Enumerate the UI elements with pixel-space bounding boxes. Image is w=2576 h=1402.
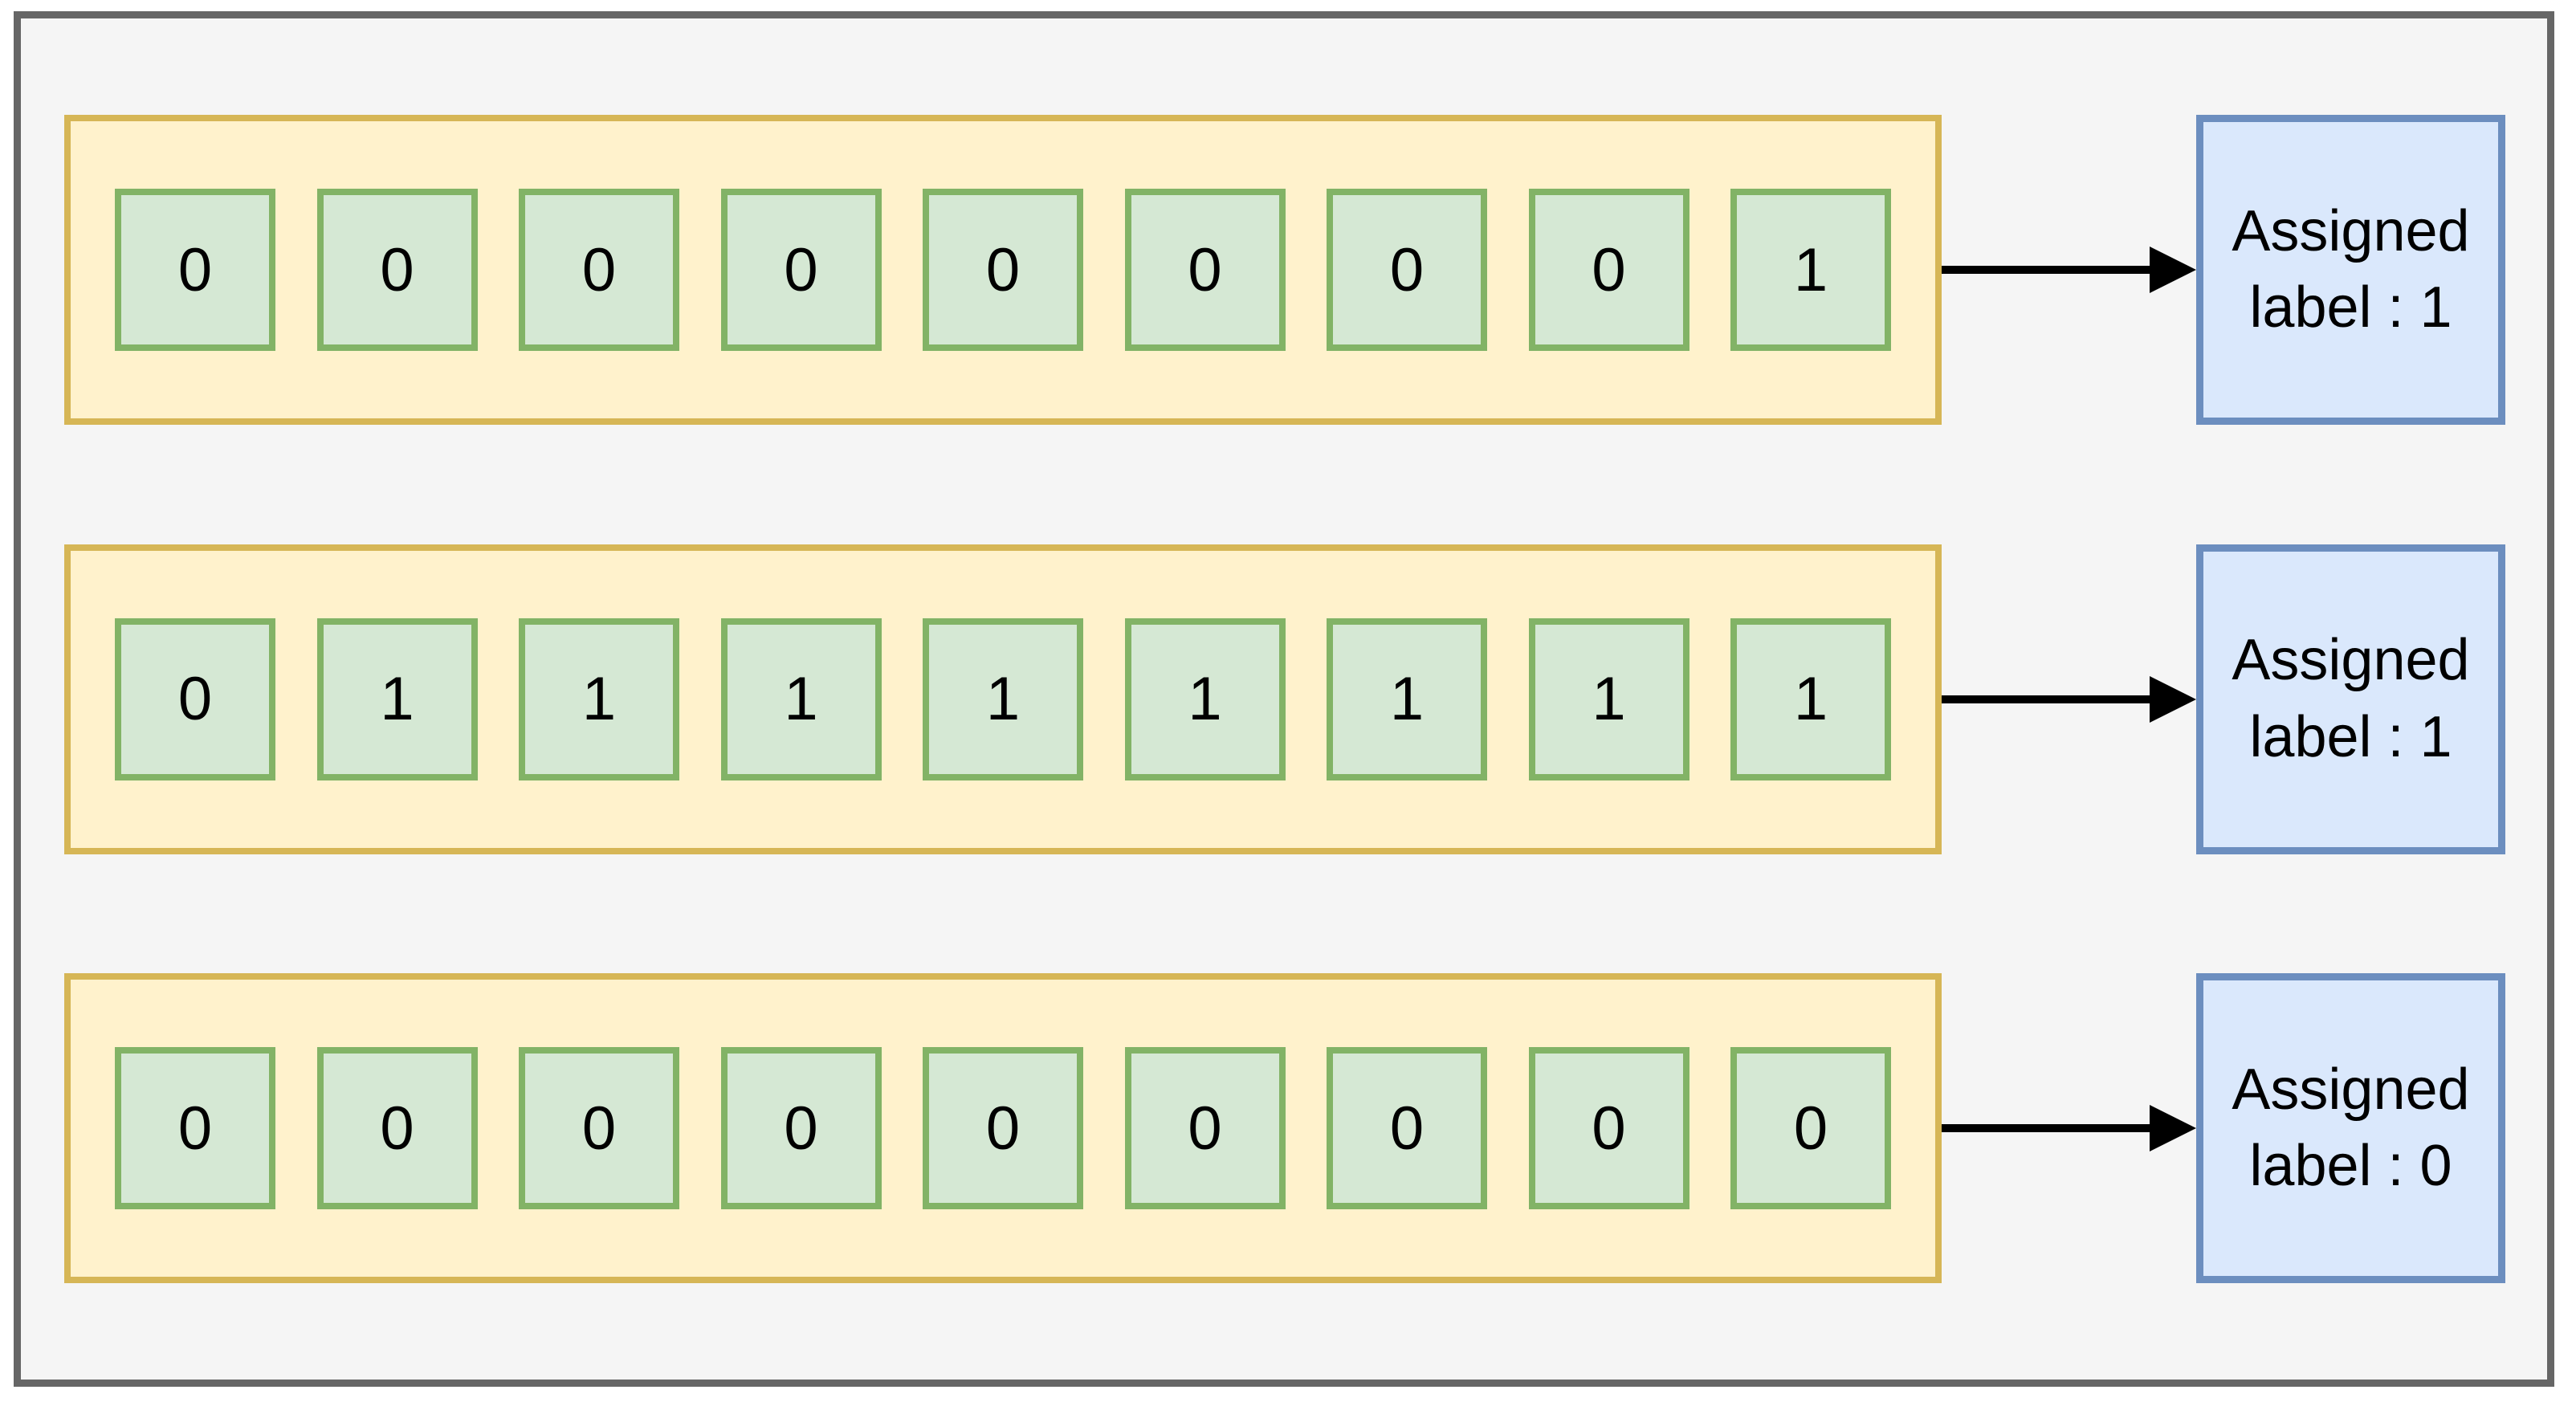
bit-cell: 1 [1730,189,1891,351]
bit-cell: 0 [115,189,275,351]
arrow-right-icon [1942,247,2196,293]
bit-cell: 0 [115,617,275,780]
assigned-label-box: Assigned label : 0 [2196,973,2505,1283]
bit-cell: 0 [1528,1047,1689,1209]
bit-cell: 1 [923,617,1083,780]
arrow-head [2150,247,2196,293]
bit-cell: 0 [316,189,478,351]
arrow-head [2150,1105,2196,1151]
bit-cell: 0 [1730,1047,1891,1209]
bit-cell: 1 [1528,617,1689,780]
bit-cell: 1 [1124,617,1286,780]
arrow-head [2150,675,2196,723]
assigned-label-box: Assigned label : 1 [2196,115,2505,425]
bit-cell: 0 [1528,189,1689,351]
bit-cell: 0 [115,1047,275,1209]
bit-cell: 0 [923,1047,1083,1209]
bit-cell: 1 [519,617,679,780]
arrow-shaft [1942,266,2150,274]
bit-cell: 1 [720,617,882,780]
bit-cell: 0 [519,189,679,351]
bit-cell: 0 [1124,1047,1286,1209]
bit-cell: 0 [1327,189,1487,351]
bit-cell: 0 [720,189,882,351]
assigned-label-box: Assigned label : 1 [2196,544,2505,854]
bit-cell: 1 [1730,617,1891,780]
bit-cell: 0 [1327,1047,1487,1209]
arrow-shaft [1942,695,2150,703]
bit-cell: 0 [519,1047,679,1209]
arrow-right-icon [1942,1105,2196,1151]
bit-cell: 0 [1124,189,1286,351]
bit-cell: 1 [316,617,478,780]
arrow-right-icon [1942,675,2196,723]
bit-cell: 0 [923,189,1083,351]
bit-cell: 1 [1327,617,1487,780]
bit-cell: 0 [720,1047,882,1209]
arrow-shaft [1942,1124,2150,1132]
bit-cell: 0 [316,1047,478,1209]
